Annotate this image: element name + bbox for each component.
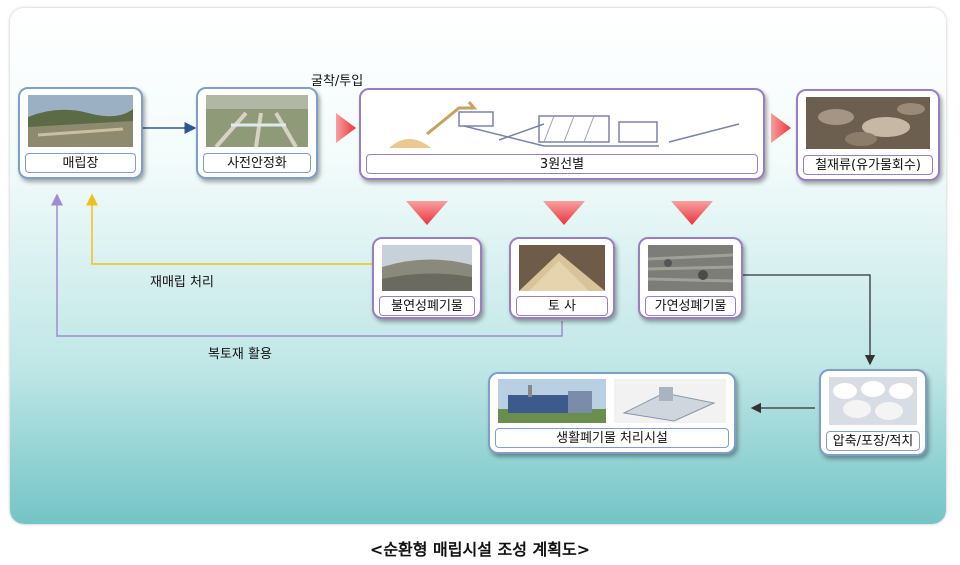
screening-machine-drawing (369, 94, 755, 150)
red-arrow-to-flammable (671, 201, 713, 225)
soil-photo (519, 245, 605, 291)
nonflammable-label: 불연성폐기물 (379, 296, 475, 316)
cover-soil-line (57, 195, 562, 336)
figure-caption: <순환형 매립시설 조성 계획도> (0, 536, 960, 560)
compress-label: 압축/포장/적치 (826, 431, 920, 451)
nonflammable-photo (382, 245, 472, 291)
landfill-node: 매립장 (18, 87, 143, 179)
screening-node: 3원선별 (359, 88, 765, 180)
flammable-label: 가연성폐기물 (645, 296, 736, 316)
facility-label: 생활폐기물 처리시설 (495, 428, 729, 448)
ferrous-photo (806, 97, 930, 149)
facility-photo-2 (614, 379, 726, 423)
relandfill-label: 재매립 처리 (150, 271, 214, 290)
excavation-label: 굴착/투입 (311, 70, 363, 89)
ferrous-node: 철재류(유가물회수) (796, 89, 940, 181)
compress-node: 압축/포장/적치 (819, 369, 927, 456)
facility-photo-1 (498, 379, 606, 423)
red-arrow-to-ferrous (771, 113, 791, 143)
ferrous-label: 철재류(유가물회수) (803, 155, 933, 175)
facility-node: 생활폐기물 처리시설 (488, 372, 736, 454)
relandfill-line (92, 195, 372, 264)
stabilization-label: 사전안정화 (203, 153, 311, 173)
compress-photo (829, 377, 917, 425)
nonflammable-node: 불연성폐기물 (372, 237, 482, 319)
flammable-node: 가연성폐기물 (638, 237, 743, 319)
soil-label: 토 사 (516, 296, 608, 316)
stabilization-node: 사전안정화 (196, 87, 318, 179)
stabilization-photo (206, 95, 308, 147)
red-arrow-to-screening (336, 113, 356, 143)
screening-label: 3원선별 (366, 154, 758, 174)
red-arrow-to-soil (543, 201, 585, 225)
landfill-photo (28, 95, 133, 147)
red-arrow-to-nonflammable (406, 201, 448, 225)
arrow-flammable-to-compress (742, 275, 870, 364)
landfill-label: 매립장 (25, 153, 136, 173)
soil-node: 토 사 (509, 237, 615, 319)
flammable-photo (648, 245, 733, 291)
cover-soil-label: 복토재 활용 (208, 343, 272, 362)
